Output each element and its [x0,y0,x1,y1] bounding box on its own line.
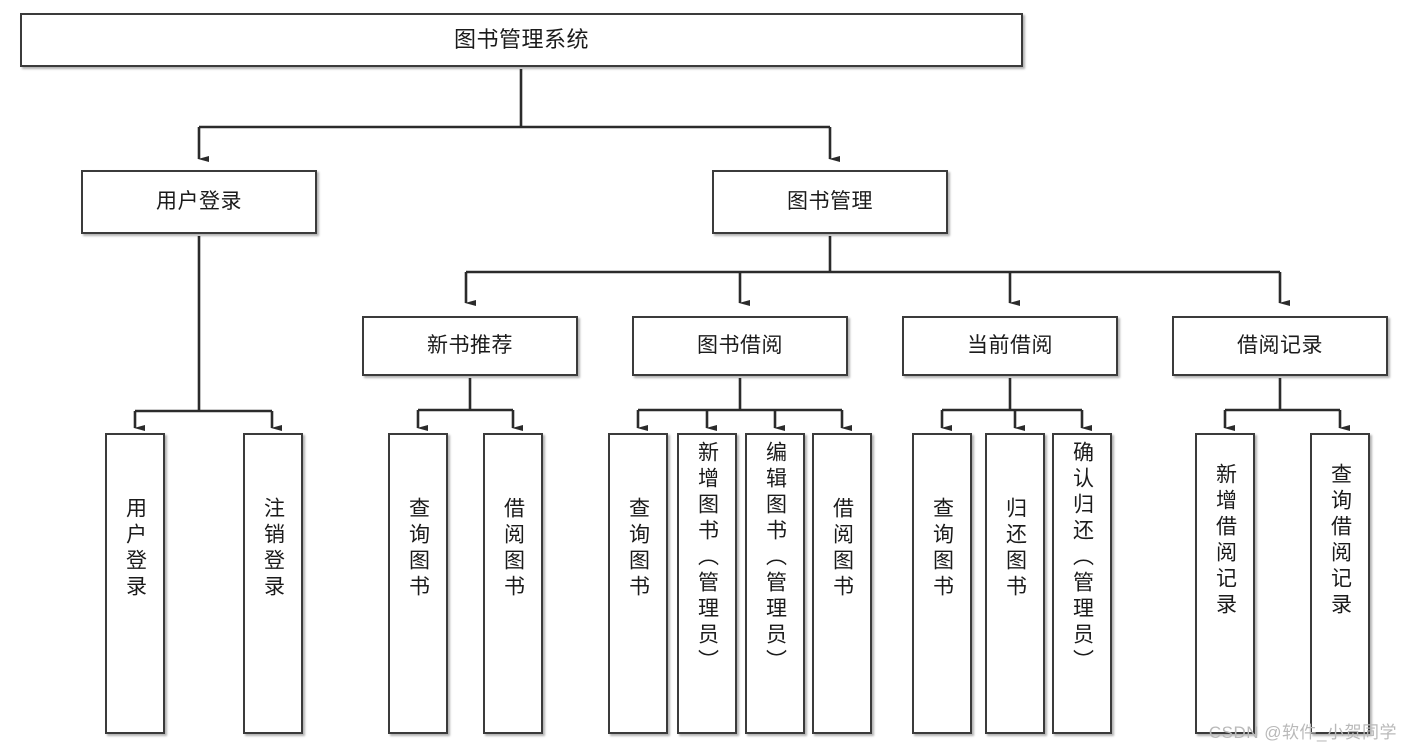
node-label: 新书推荐 [427,333,513,357]
leaf-confirm-return-admin[interactable]: 确认归还（管理员） [1052,433,1112,734]
node-label: 查询图书 [930,497,954,601]
node-new-book-recommend[interactable]: 新书推荐 [362,316,578,376]
node-label: 图书管理 [787,189,873,213]
node-label: 注销登录 [261,497,285,601]
node-label: 编辑图书（管理员） [763,441,787,675]
node-label: 借阅图书 [501,497,525,601]
leaf-borrow-book-recommend[interactable]: 借阅图书 [483,433,543,734]
leaf-add-borrow-record[interactable]: 新增借阅记录 [1195,433,1255,734]
node-label: 图书管理系统 [453,27,589,53]
leaf-user-login[interactable]: 用户登录 [105,433,165,734]
node-label: 新增图书（管理员） [695,441,719,675]
node-label: 查询图书 [406,497,430,601]
leaf-add-book-admin[interactable]: 新增图书（管理员） [677,433,737,734]
leaf-logout[interactable]: 注销登录 [243,433,303,734]
node-label: 用户登录 [123,497,147,601]
node-book-management[interactable]: 图书管理 [712,170,948,234]
node-label: 图书借阅 [697,333,783,357]
node-book-borrow[interactable]: 图书借阅 [632,316,848,376]
leaf-query-borrow-record[interactable]: 查询借阅记录 [1310,433,1370,734]
node-label: 当前借阅 [967,333,1053,357]
node-borrow-records[interactable]: 借阅记录 [1172,316,1388,376]
node-label: 用户登录 [156,189,242,213]
node-current-borrow[interactable]: 当前借阅 [902,316,1118,376]
node-label: 查询图书 [626,497,650,601]
node-root-system[interactable]: 图书管理系统 [20,13,1023,67]
node-label: 借阅图书 [830,497,854,601]
leaf-query-book-recommend[interactable]: 查询图书 [388,433,448,734]
node-label: 新增借阅记录 [1213,463,1237,619]
leaf-query-book-current[interactable]: 查询图书 [912,433,972,734]
watermark-text: CSDN @软件_小贺同学 [1208,723,1397,742]
node-user-login[interactable]: 用户登录 [81,170,317,234]
node-label: 确认归还（管理员） [1070,441,1094,675]
leaf-borrow-book[interactable]: 借阅图书 [812,433,872,734]
leaf-query-book-borrow[interactable]: 查询图书 [608,433,668,734]
node-label: 归还图书 [1003,497,1027,601]
leaf-edit-book-admin[interactable]: 编辑图书（管理员） [745,433,805,734]
leaf-return-book[interactable]: 归还图书 [985,433,1045,734]
node-label: 借阅记录 [1237,333,1323,357]
node-label: 查询借阅记录 [1328,463,1352,619]
